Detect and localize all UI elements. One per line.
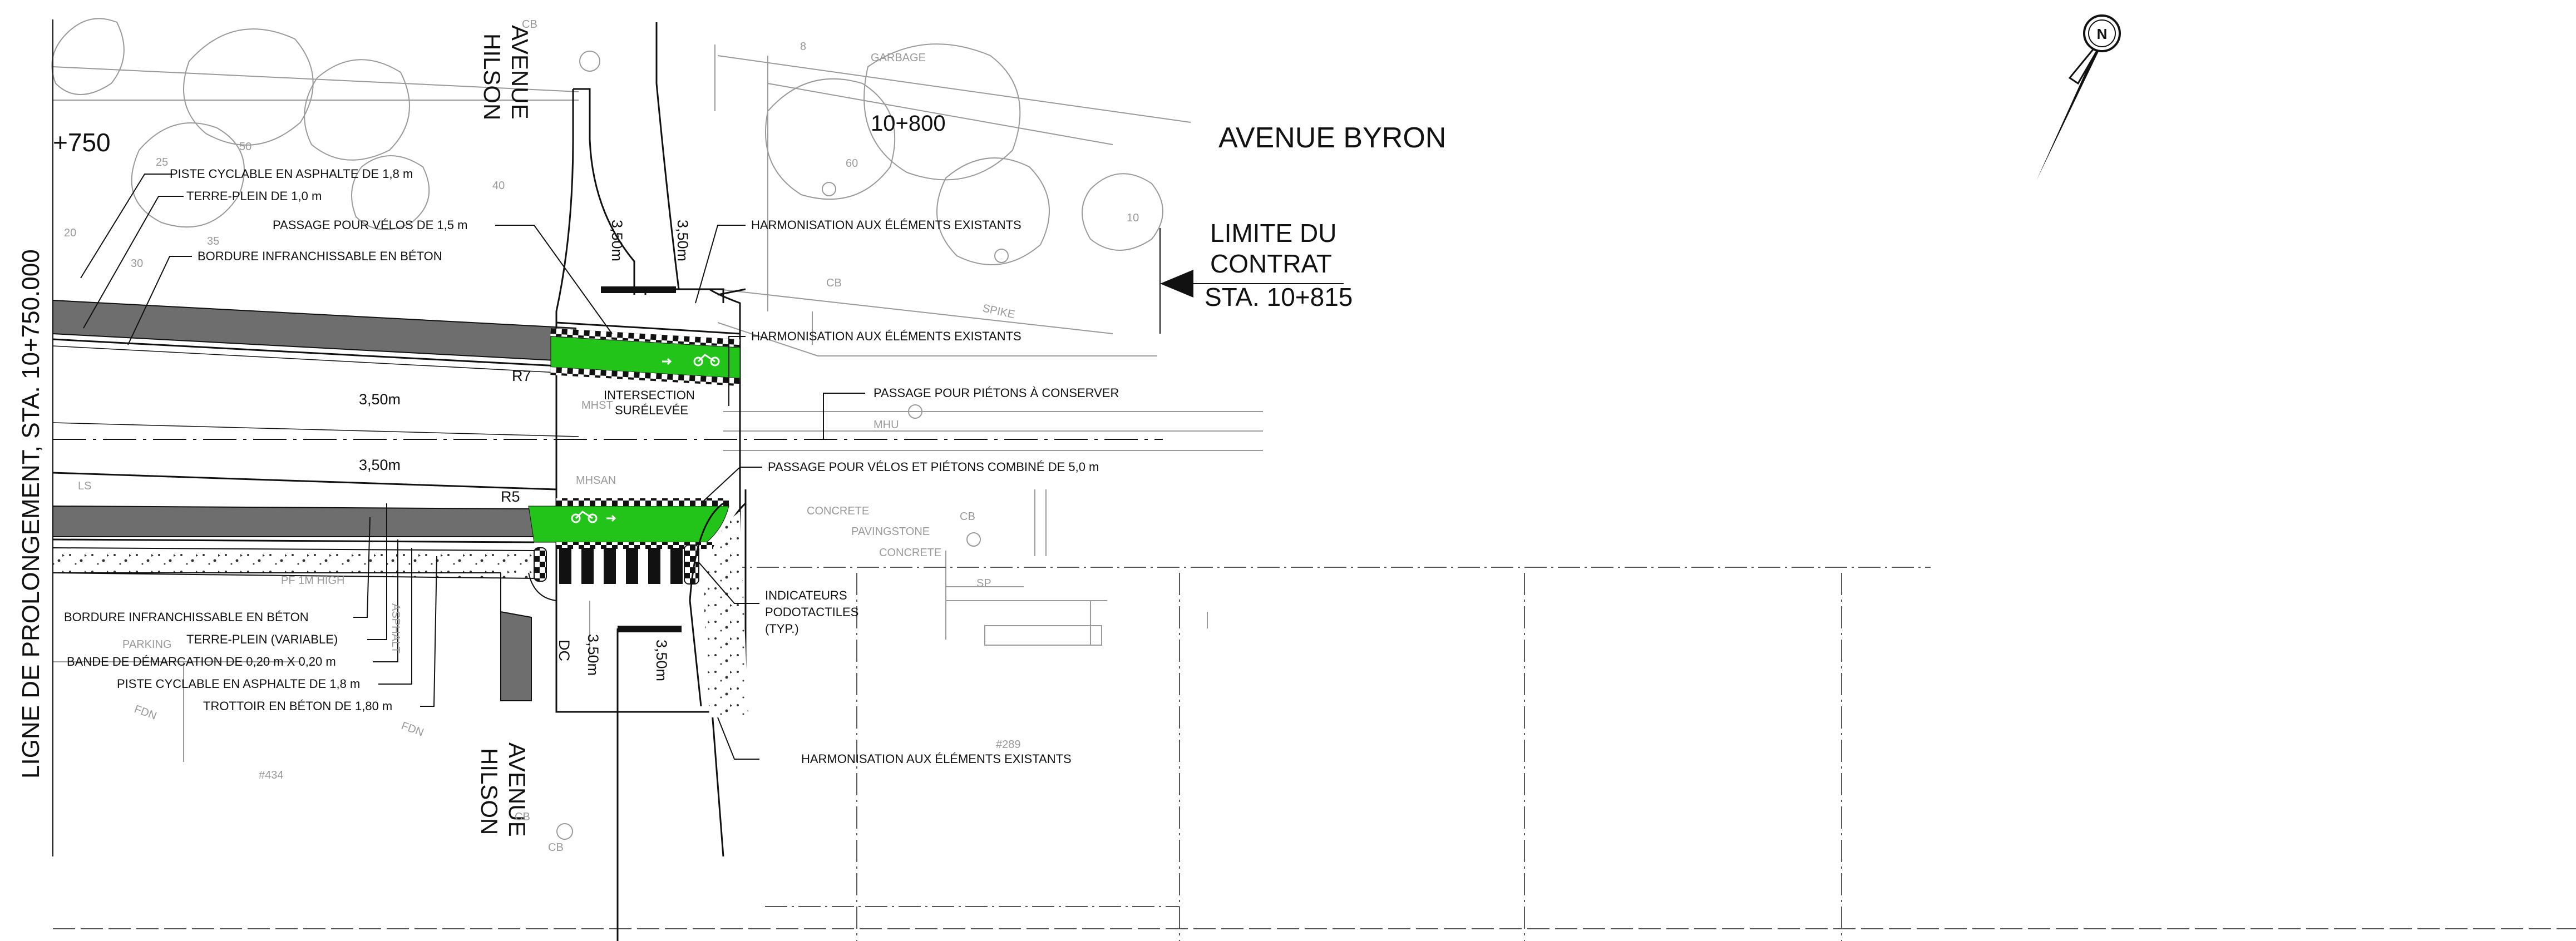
leader-lines	[80, 174, 865, 760]
existing-spike: SPIKE	[981, 302, 1016, 321]
existing-fdn-2: FDN	[399, 720, 425, 739]
callout-piste-top: PISTE CYCLABLE EN ASPHALTE DE 1,8 m	[170, 167, 413, 181]
contract-limit-line2: CONTRAT	[1210, 249, 1332, 278]
north-letter: N	[2097, 26, 2108, 42]
tree-30: 30	[131, 257, 143, 270]
existing-cb-top: CB	[522, 18, 537, 31]
tree-8: 8	[800, 41, 806, 53]
callout-terre-plein-bottom: TERRE-PLEIN (VARIABLE)	[186, 632, 338, 646]
existing-mhsan: MHSAN	[576, 474, 616, 487]
property-lines	[53, 567, 2576, 941]
north-arrow-icon: N	[2036, 14, 2121, 181]
hilson-north-approach	[555, 22, 746, 489]
existing-mhu: MHU	[874, 419, 899, 431]
callout-passage-combine: PASSAGE POUR VÉLOS ET PIÉTONS COMBINÉ DE…	[768, 460, 1099, 474]
existing-garbage: GARBAGE	[871, 52, 926, 64]
avenue-byron-label: AVENUE BYRON	[1218, 122, 1446, 154]
callout-indicateurs-3: (TYP.)	[765, 622, 799, 636]
contract-limit-line1: LIMITE DU	[1210, 219, 1336, 247]
station-750: +750	[53, 128, 111, 157]
tree-20: 20	[64, 227, 76, 239]
sheet-title-vertical: LIGNE DE PROLONGEMENT, STA. 10+750.000	[17, 249, 45, 779]
tree-40: 40	[492, 180, 505, 192]
dim-hilson-s-w: 3,50m	[585, 634, 601, 676]
existing-cb-bottom-2: CB	[548, 841, 564, 854]
callout-intersection-2: SURÉLEVÉE	[615, 403, 688, 417]
callout-intersection-1: INTERSECTION	[604, 388, 695, 402]
existing-cb-bottom-1: CB	[515, 811, 530, 823]
tree-60: 60	[846, 157, 858, 170]
dim-hilson-s-e: 3,50m	[653, 640, 670, 681]
callout-bande: BANDE DE DÉMARCATION DE 0,20 m X 0,20 m	[67, 655, 336, 668]
existing-ls: LS	[78, 480, 91, 492]
dim-lane-upper: 3,50m	[359, 391, 401, 408]
stop-bar-south	[618, 626, 682, 632]
raised-intersection	[528, 321, 741, 713]
existing-features	[51, 18, 1263, 840]
existing-sp: SP	[976, 577, 991, 590]
callout-terre-plein-top: TERRE-PLEIN DE 1,0 m	[186, 189, 322, 203]
dim-lane-lower: 3,50m	[359, 457, 401, 473]
existing-parking: PARKING	[122, 638, 172, 651]
tree-25: 25	[156, 156, 168, 169]
existing-paving: PAVINGSTONE	[851, 526, 930, 538]
existing-cb-right: CB	[960, 511, 975, 523]
tree-35: 35	[207, 235, 219, 247]
dim-r5: R5	[501, 488, 520, 505]
callout-trottoir: TROTTOIR EN BÉTON DE 1,80 m	[203, 699, 392, 713]
existing-concrete-2: CONCRETE	[879, 547, 941, 559]
existing-dc: DC	[556, 640, 573, 661]
existing-fdn-1: FDN	[132, 703, 158, 722]
callout-harmonisation-2: HARMONISATION AUX ÉLÉMENTS EXISTANTS	[751, 329, 1021, 343]
callout-indicateurs-2: PODOTACTILES	[765, 605, 858, 619]
callout-indicateurs-1: INDICATEURS	[765, 588, 847, 602]
existing-lot-434: #434	[259, 769, 284, 781]
callout-harmonisation-3: HARMONISATION AUX ÉLÉMENTS EXISTANTS	[801, 752, 1072, 766]
callout-passage-pietons: PASSAGE POUR PIÉTONS À CONSERVER	[874, 386, 1119, 400]
dim-hilson-n-w: 3,50m	[609, 220, 625, 261]
station-10800: 10+800	[871, 111, 946, 136]
existing-mhst: MHST	[581, 399, 613, 412]
contract-limit-marker	[1159, 228, 1344, 334]
hilson-north-line1: AVENUE	[507, 25, 533, 120]
dim-hilson-n-e: 3,50m	[674, 220, 691, 261]
callout-bordure-top: BORDURE INFRANCHISSABLE EN BÉTON	[198, 249, 442, 263]
existing-concrete-1: CONCRETE	[807, 505, 869, 517]
hilson-south-line1: AVENUE	[504, 742, 530, 837]
tree-50: 50	[239, 141, 251, 153]
existing-asphalt: ASPHALT	[389, 603, 402, 653]
callout-piste-bottom: PISTE CYCLABLE EN ASPHALTE DE 1,8 m	[117, 677, 360, 691]
existing-pf: PF 1M HIGH	[281, 574, 344, 587]
contract-limit-station: STA. 10+815	[1205, 283, 1353, 311]
tree-10: 10	[1127, 212, 1139, 224]
callout-bordure-bottom: BORDURE INFRANCHISSABLE EN BÉTON	[64, 610, 309, 624]
callout-passage-velos: PASSAGE POUR VÉLOS DE 1,5 m	[273, 218, 468, 232]
hilson-north-line2: HILSON	[479, 33, 505, 120]
stop-bar-north	[601, 286, 676, 293]
text-labels: LIGNE DE PROLONGEMENT, STA. 10+750.000 +…	[17, 18, 1446, 854]
dim-r7: R7	[512, 368, 531, 384]
existing-lot-289: #289	[996, 739, 1021, 751]
callout-harmonisation-1: HARMONISATION AUX ÉLÉMENTS EXISTANTS	[751, 218, 1021, 232]
existing-cb-mid: CB	[826, 277, 842, 289]
hilson-south-line2: HILSON	[476, 748, 502, 835]
